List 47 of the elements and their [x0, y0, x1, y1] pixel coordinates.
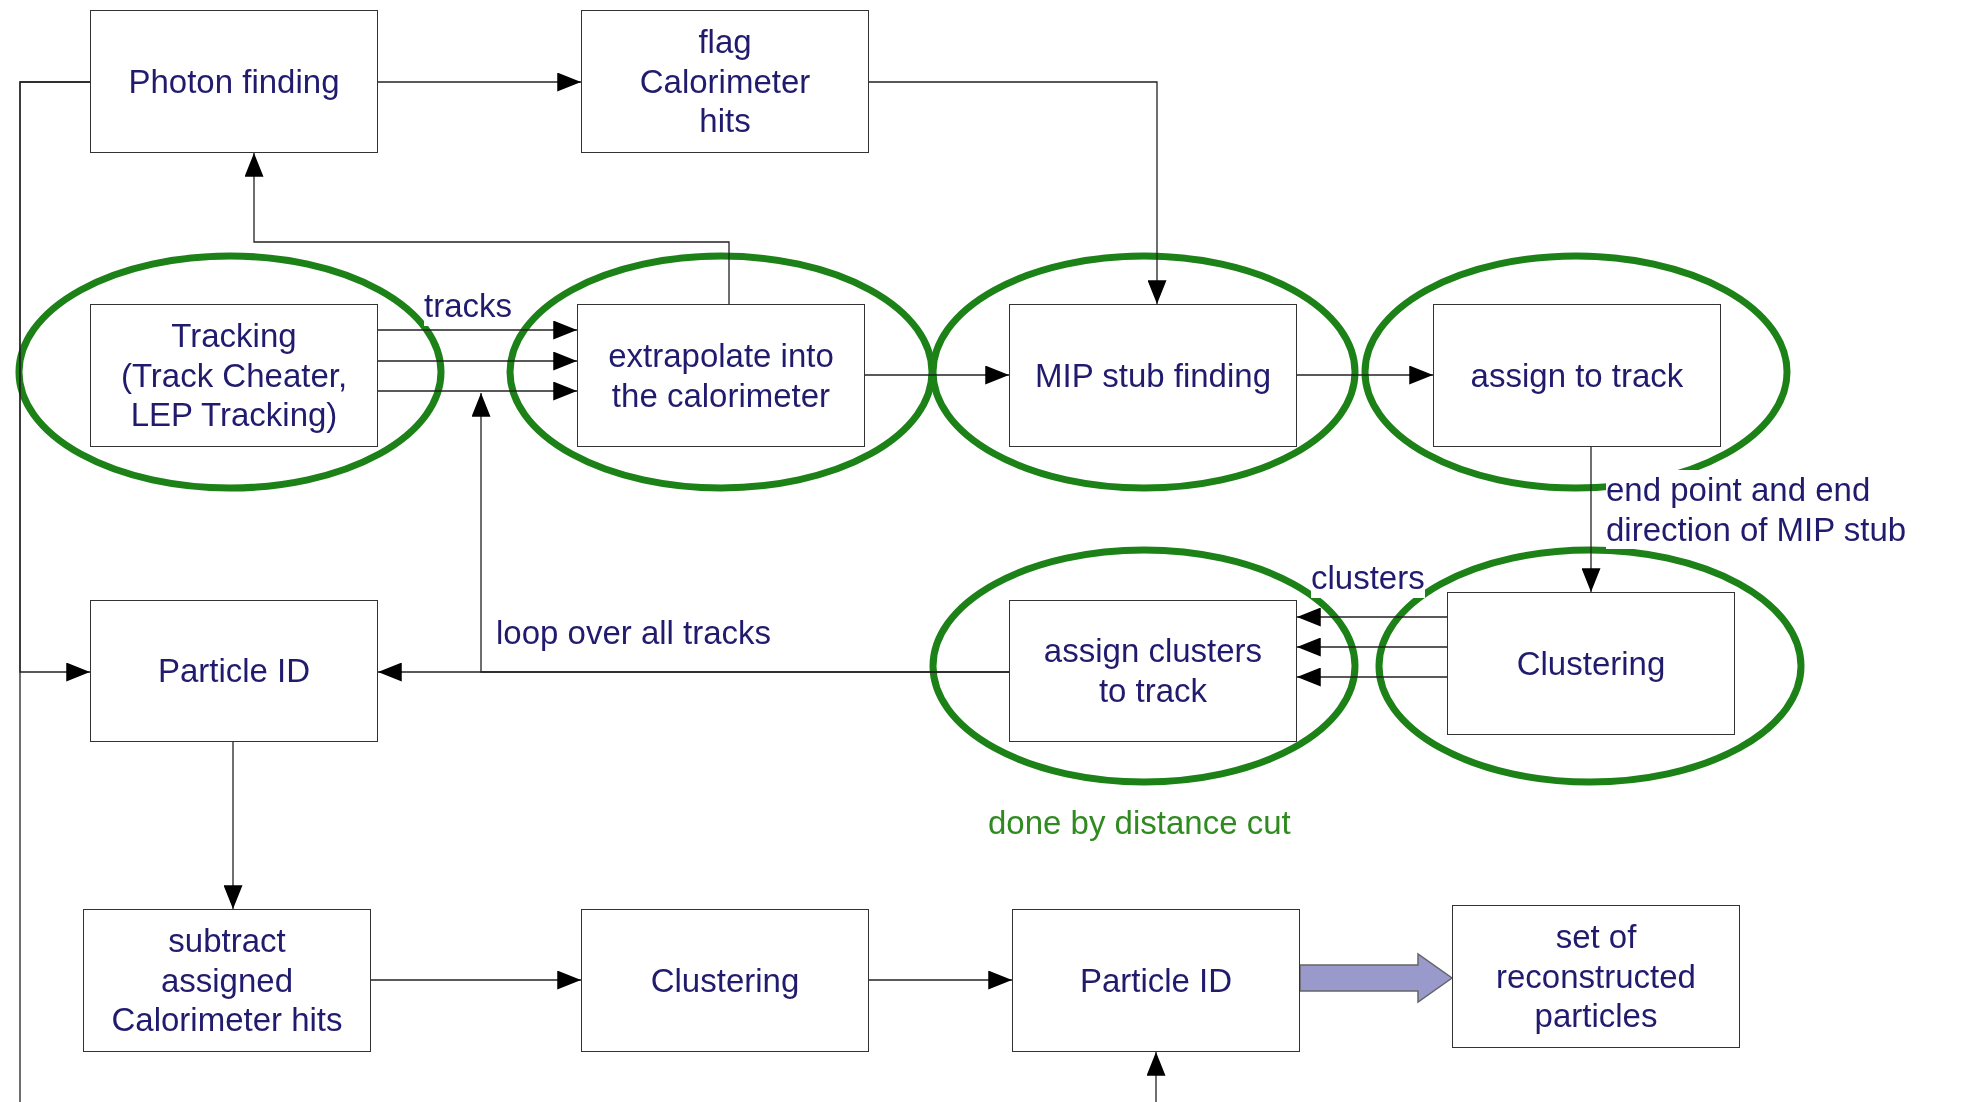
process-box [577, 304, 865, 447]
arrow [1296, 365, 1434, 385]
box-text: MIP stub finding [1035, 355, 1271, 396]
process-box [1012, 909, 1300, 1052]
arrow [377, 381, 578, 401]
box-text: Tracking [171, 316, 297, 356]
box-text: set of reconstructed particles [1495, 917, 1697, 1036]
arrow [868, 970, 1013, 990]
box-text: Clustering [1516, 643, 1666, 684]
box-text: Clustering [650, 960, 800, 1001]
arrow [244, 152, 730, 305]
arrow [1146, 1051, 1166, 1102]
arrow [1296, 637, 1448, 657]
box-text: Particle ID [157, 651, 311, 691]
connector-line [19, 81, 91, 1102]
arrow [1296, 607, 1448, 627]
box-text: Photon finding [128, 61, 340, 102]
arrow [1296, 667, 1448, 687]
arrow [864, 365, 1010, 385]
box-text: flag Calorimeter hits [638, 22, 812, 141]
process-box [83, 909, 371, 1052]
box-text: Particle ID [1079, 960, 1233, 1001]
process-box [1447, 592, 1735, 735]
process-box [1433, 304, 1721, 447]
process-box [581, 10, 869, 153]
note-text: done by distance cut [988, 803, 1291, 843]
process-box [1009, 304, 1297, 447]
box-text: assign clusters to track [1042, 631, 1264, 711]
arrow [377, 351, 578, 371]
process-box [90, 10, 378, 153]
arrow [377, 320, 578, 340]
block-arrow [1299, 952, 1454, 1004]
process-box [581, 909, 869, 1052]
box-text: extrapolate into the calorimeter [607, 335, 835, 416]
box-text: (Track Cheater, LEP Tracking) [119, 355, 349, 435]
process-box [90, 304, 378, 447]
process-box [1009, 600, 1297, 742]
process-box [1452, 905, 1740, 1048]
arrow [1581, 446, 1601, 593]
arrow [471, 392, 1010, 673]
arrow [868, 81, 1167, 305]
box-text: subtract assigned Calorimeter hits [110, 921, 344, 1040]
arrow [223, 741, 243, 910]
process-box [90, 600, 378, 742]
arrow [377, 72, 582, 92]
box-text: assign to track [1470, 355, 1684, 396]
arrow [370, 970, 582, 990]
